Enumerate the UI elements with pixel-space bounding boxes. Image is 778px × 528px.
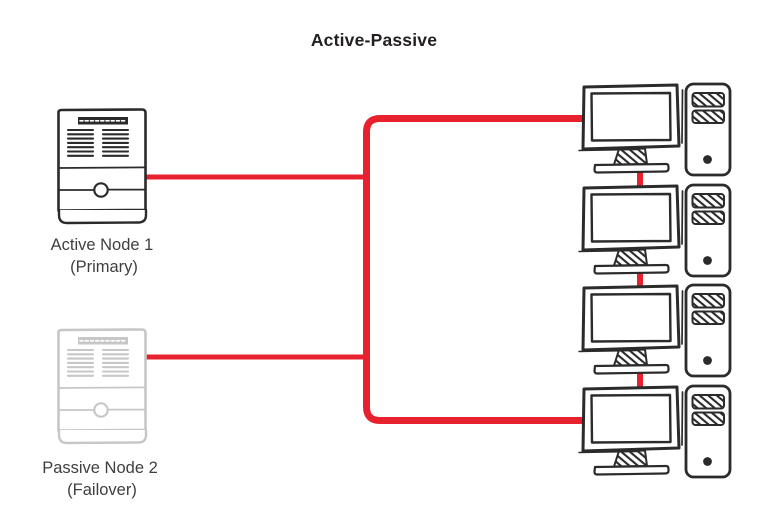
workstation-column: [577, 82, 732, 479]
diagram-title: Active-Passive: [311, 30, 437, 50]
active-server: [57, 108, 148, 225]
desktop-workstation-icon: [577, 283, 732, 378]
passive-node-role: (Failover): [67, 481, 137, 499]
desktop-workstation-icon: [577, 183, 732, 278]
desktop-workstation-icon: [577, 384, 732, 479]
connection-trunk: [363, 115, 589, 424]
server-tower-icon: [57, 328, 148, 445]
connection-lines: [143, 115, 643, 424]
active-node-name: Active Node 1: [51, 236, 154, 254]
passive-node-name: Passive Node 2: [42, 459, 158, 477]
server-tower-icon: [57, 108, 148, 225]
passive-server: [57, 328, 148, 445]
active-node-role: (Primary): [70, 258, 138, 276]
desktop-workstation-icon: [577, 82, 732, 177]
